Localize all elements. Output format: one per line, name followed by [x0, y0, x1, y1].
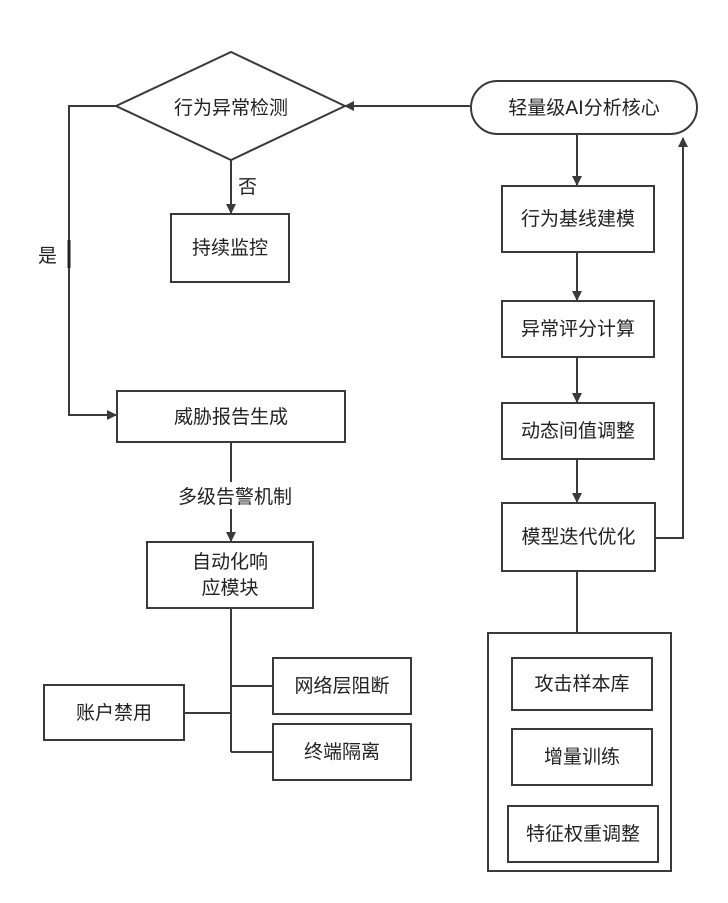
alert-label: 多级告警机制 — [165, 482, 305, 509]
isolate-node: 终端隔离 — [272, 723, 412, 781]
threshold-node: 动态间值调整 — [501, 402, 655, 460]
monitor-node: 持续监控 — [170, 213, 290, 283]
response-line-1: 自动化响 — [191, 551, 268, 573]
block-node: 网络层阻断 — [272, 657, 412, 715]
report-node: 威胁报告生成 — [116, 390, 346, 443]
edge-detect-to-report — [68, 105, 117, 420]
training-node: 增量训练 — [511, 728, 653, 786]
weights-node: 特征权重调整 — [507, 805, 659, 863]
samples-node: 攻击样本库 — [511, 657, 653, 711]
no-label: 否 — [238, 176, 258, 198]
iterate-node: 模型迭代优化 — [501, 502, 656, 572]
score-node: 异常评分计算 — [501, 300, 655, 358]
decision-diamond — [113, 50, 348, 162]
yes-label: 是 — [38, 245, 58, 267]
disable-node: 账户禁用 — [43, 684, 185, 741]
response-node: 自动化响 应模块 — [146, 541, 314, 609]
edge-iterate-to-core — [656, 137, 688, 539]
response-line-2: 应模块 — [201, 577, 259, 599]
core-node: 轻量级AI分析核心 — [470, 80, 698, 135]
baseline-node: 行为基线建模 — [501, 185, 655, 253]
detect-label: 行为异常检测 — [173, 97, 288, 119]
training-group — [487, 632, 672, 872]
